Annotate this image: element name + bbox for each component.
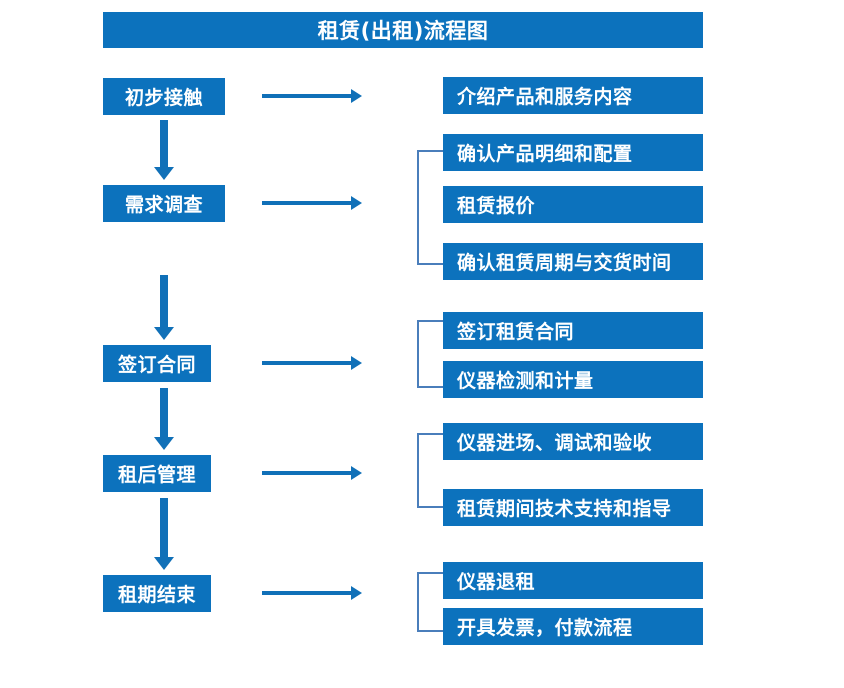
arrow-shaft (160, 498, 168, 557)
arrow-head-right-icon (351, 89, 362, 103)
detail-box-3[interactable]: 租赁报价 (443, 186, 703, 223)
stage-box-3[interactable]: 签订合同 (103, 345, 211, 382)
stage-label-3: 签订合同 (117, 354, 196, 376)
vertical-arrow-2-to-3 (154, 275, 174, 340)
detail-label-3: 租赁报价 (457, 195, 536, 217)
detail-label-5: 签订租赁合同 (457, 321, 575, 343)
detail-box-7[interactable]: 仪器进场、调试和验收 (443, 423, 703, 460)
stage-box-5[interactable]: 租期结束 (103, 575, 211, 612)
stage-box-1[interactable]: 初步接触 (103, 78, 225, 115)
detail-box-10[interactable]: 开具发票，付款流程 (443, 608, 703, 645)
horizontal-arrow-4 (262, 466, 362, 480)
arrow-shaft (160, 275, 168, 327)
detail-box-5[interactable]: 签订租赁合同 (443, 312, 703, 349)
horizontal-arrow-2 (262, 196, 362, 210)
arrow-head-right-icon (351, 356, 362, 370)
vertical-arrow-1-to-2 (154, 120, 174, 180)
stage-box-2[interactable]: 需求调查 (103, 185, 225, 222)
detail-label-2: 确认产品明细和配置 (457, 143, 633, 165)
arrow-head-down-icon (154, 437, 174, 450)
arrow-shaft (160, 120, 168, 167)
detail-label-8: 租赁期间技术支持和指导 (457, 498, 672, 520)
arrow-shaft (262, 591, 352, 595)
group-bracket-2 (417, 150, 443, 265)
detail-box-8[interactable]: 租赁期间技术支持和指导 (443, 489, 703, 526)
horizontal-arrow-3 (262, 356, 362, 370)
diagram-title-bar: 租赁(出租)流程图 (103, 12, 703, 48)
stage-label-1: 初步接触 (124, 87, 203, 109)
vertical-arrow-3-to-4 (154, 388, 174, 450)
arrow-shaft (262, 471, 352, 475)
detail-label-4: 确认租赁周期与交货时间 (457, 252, 672, 274)
detail-label-10: 开具发票，付款流程 (457, 617, 633, 639)
arrow-head-right-icon (351, 466, 362, 480)
vertical-arrow-4-to-5 (154, 498, 174, 570)
stage-label-2: 需求调查 (124, 194, 203, 216)
arrow-shaft (262, 201, 352, 205)
arrow-shaft (262, 361, 352, 365)
horizontal-arrow-1 (262, 89, 362, 103)
detail-box-9[interactable]: 仪器退租 (443, 562, 703, 599)
stage-box-4[interactable]: 租后管理 (103, 455, 211, 492)
detail-box-4[interactable]: 确认租赁周期与交货时间 (443, 243, 703, 280)
arrow-head-down-icon (154, 557, 174, 570)
arrow-head-right-icon (351, 586, 362, 600)
detail-label-9: 仪器退租 (457, 571, 536, 593)
arrow-shaft (160, 388, 168, 437)
page-title: 租赁(出租)流程图 (317, 19, 489, 43)
stage-label-5: 租期结束 (117, 584, 196, 606)
detail-box-6[interactable]: 仪器检测和计量 (443, 361, 703, 398)
stage-label-4: 租后管理 (117, 464, 196, 486)
detail-box-2[interactable]: 确认产品明细和配置 (443, 134, 703, 171)
horizontal-arrow-5 (262, 586, 362, 600)
group-bracket-5 (417, 572, 443, 632)
detail-label-7: 仪器进场、调试和验收 (457, 432, 653, 454)
detail-box-1[interactable]: 介绍产品和服务内容 (443, 77, 703, 114)
arrow-head-down-icon (154, 327, 174, 340)
arrow-shaft (262, 94, 352, 98)
arrow-head-down-icon (154, 167, 174, 180)
arrow-head-right-icon (351, 196, 362, 210)
group-bracket-3 (417, 320, 443, 388)
detail-label-6: 仪器检测和计量 (457, 370, 594, 392)
group-bracket-4 (417, 433, 443, 508)
detail-label-1: 介绍产品和服务内容 (457, 86, 633, 108)
